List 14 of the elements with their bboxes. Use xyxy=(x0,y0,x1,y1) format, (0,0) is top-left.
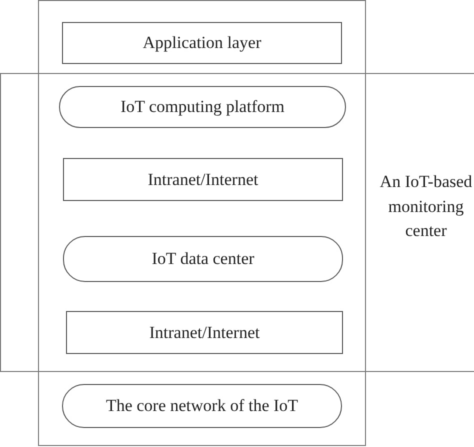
group-label: An IoT-based monitoring center xyxy=(379,171,473,242)
layer-label: IoT computing platform xyxy=(120,97,284,117)
group-frame xyxy=(0,73,474,372)
layer-label: Intranet/Internet xyxy=(149,322,260,342)
layer-box xyxy=(63,158,343,201)
layer-label: Intranet/Internet xyxy=(148,170,258,190)
rounded-box xyxy=(62,384,342,428)
layer-label: IoT data center xyxy=(152,249,254,269)
layer-box xyxy=(66,311,343,354)
layer-label: The core network of the IoT xyxy=(106,396,298,416)
layer-label: Application layer xyxy=(142,33,262,53)
layer-box xyxy=(62,22,342,64)
rounded-box xyxy=(63,236,343,282)
rounded-box xyxy=(59,86,346,128)
